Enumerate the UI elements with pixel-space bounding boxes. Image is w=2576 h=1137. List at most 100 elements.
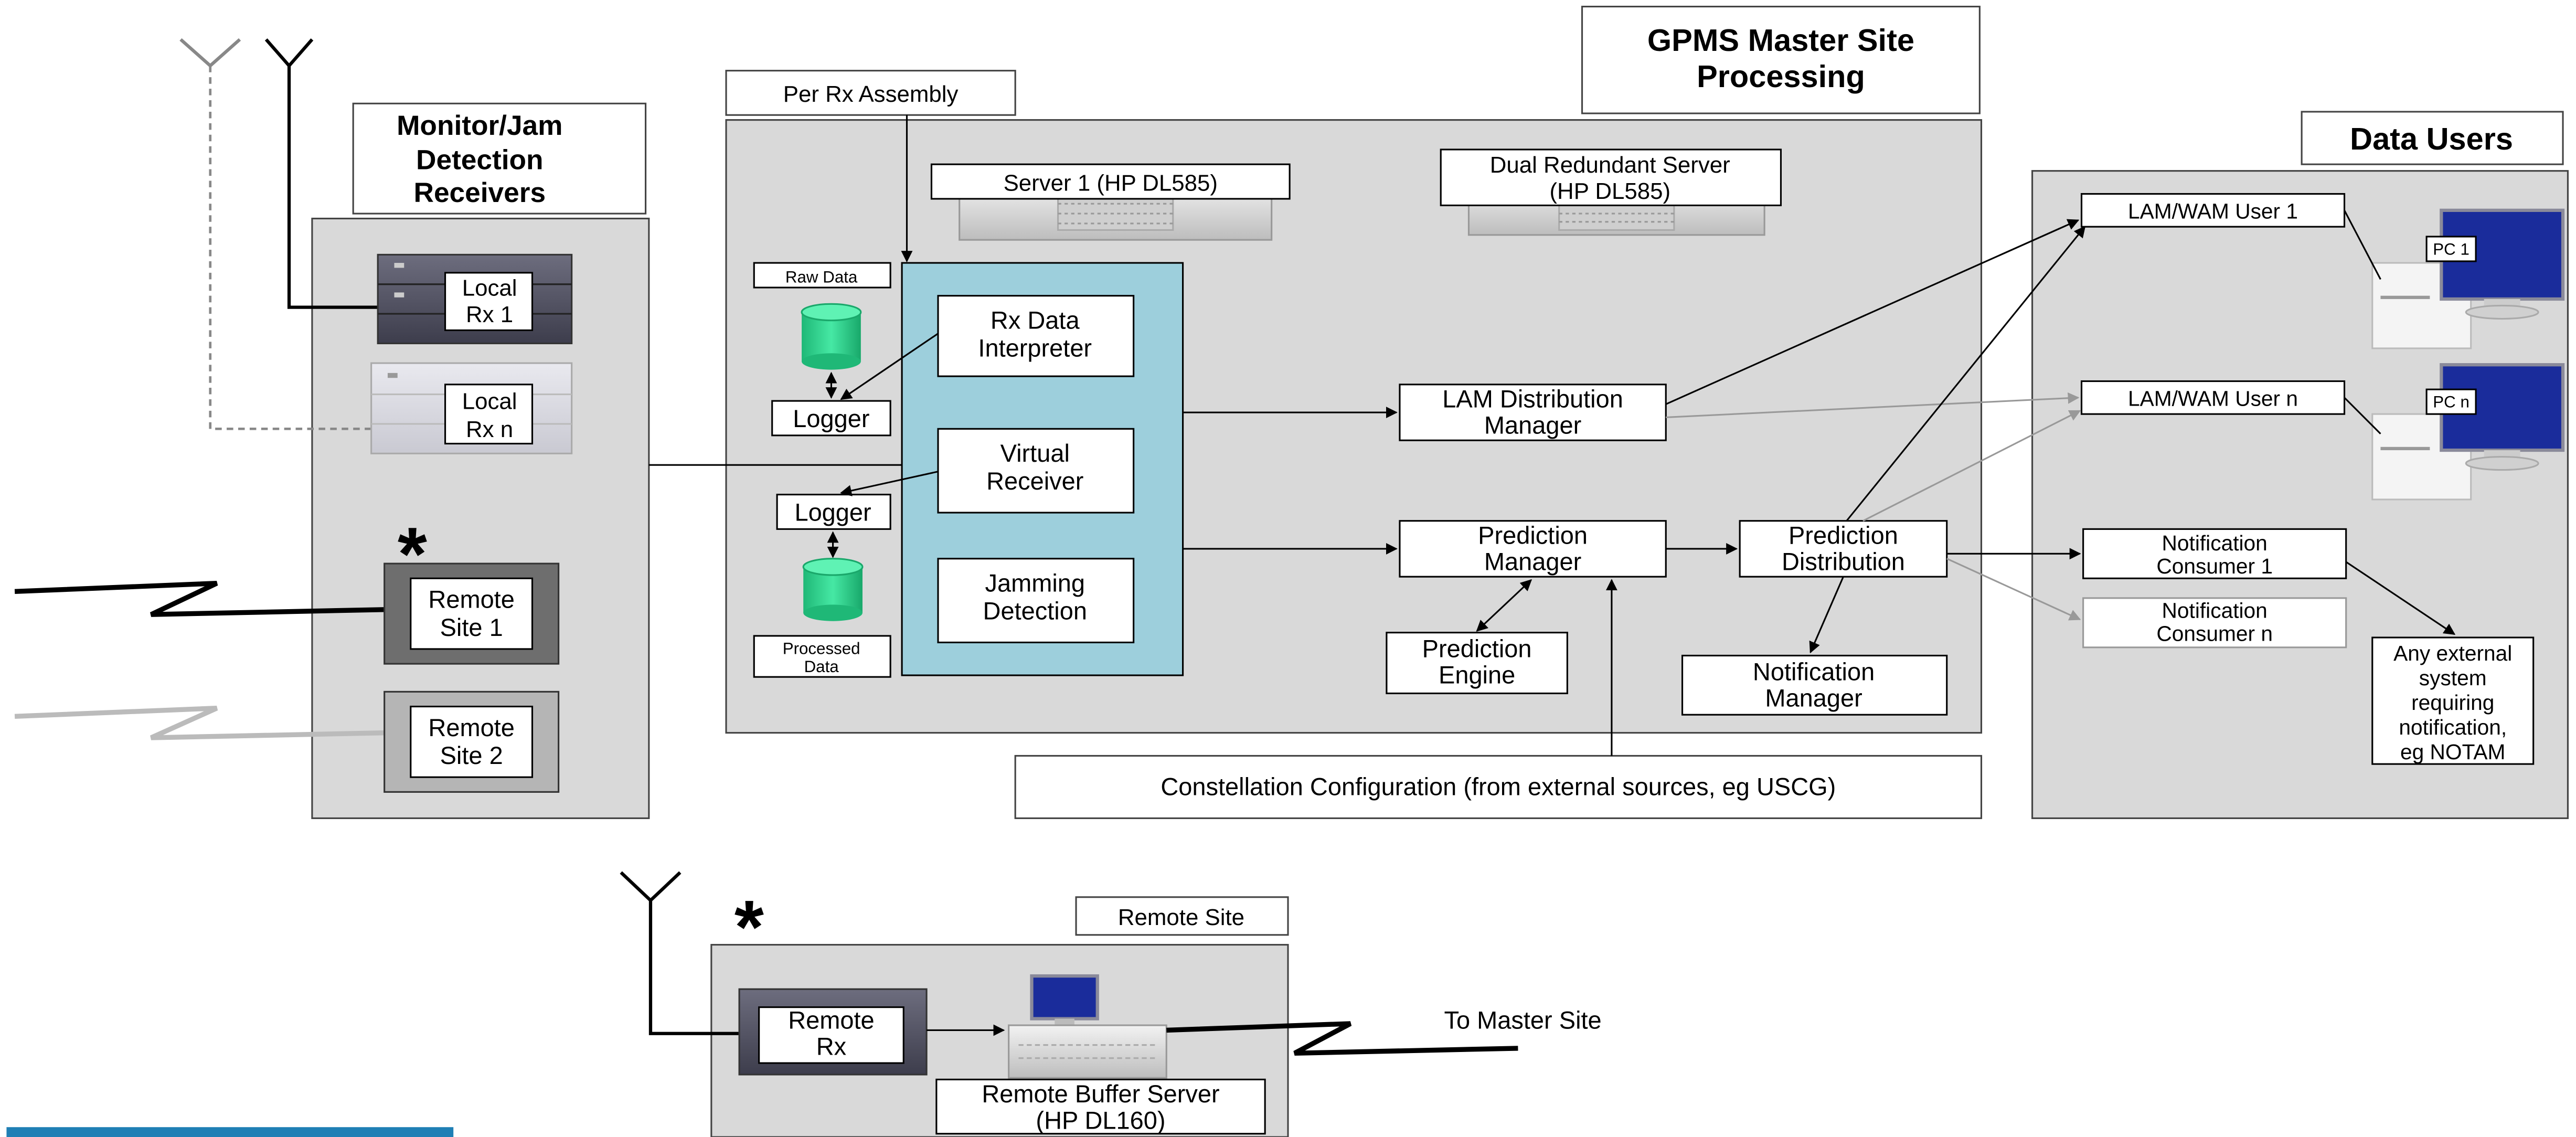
constellation-configuration: Constellation Configuration (from extern… [1014, 755, 1983, 820]
local-rx1: Local Rx 1 [377, 253, 573, 345]
svg-text:Local: Local [462, 275, 517, 301]
line-user1-to-pc1 [2344, 210, 2381, 280]
svg-text:Prediction: Prediction [1422, 635, 1532, 663]
svg-text:Monitor/Jam: Monitor/Jam [397, 110, 562, 141]
wireless-link-to-master [1166, 1021, 1518, 1056]
raw-data-cylinder [801, 303, 862, 370]
svg-text:Interpreter: Interpreter [978, 334, 1092, 362]
logger-raw: Logger [771, 400, 891, 437]
virtual-receiver: Virtual Receiver [937, 428, 1135, 514]
notification-consumer-n: Notification Consumer n [2082, 597, 2347, 649]
processed-data-cylinder [802, 558, 864, 621]
remote-site2: Remote Site 2 [384, 690, 560, 793]
svg-text:system: system [2419, 666, 2487, 690]
svg-text:Virtual: Virtual [1000, 439, 1070, 467]
arrow-pred-dist-to-user1 [1846, 226, 2086, 522]
svg-text:Consumer 1: Consumer 1 [2156, 554, 2273, 578]
svg-text:Site 2: Site 2 [440, 741, 503, 769]
svg-text:requiring: requiring [2411, 690, 2494, 715]
arrow-consumer1-to-external [2345, 561, 2456, 635]
pcn-icon: PC n [2371, 363, 2565, 501]
wireless-link-remote-site1 [14, 580, 385, 617]
arrow-distribution-to-notification-manager [1809, 576, 1844, 654]
svg-text:Per Rx Assembly: Per Rx Assembly [783, 81, 959, 107]
remote-rx: Remote Rx [738, 988, 928, 1076]
prediction-engine: Prediction Engine [1386, 632, 1568, 695]
svg-text:Jamming: Jamming [985, 569, 1085, 597]
svg-text:Rx Data: Rx Data [991, 306, 1080, 334]
svg-text:Prediction: Prediction [1478, 522, 1588, 549]
svg-text:Notification: Notification [2162, 598, 2268, 622]
notification-manager: Notification Manager [1681, 654, 1948, 716]
pc1-icon: PC 1 [2371, 208, 2565, 349]
svg-text:Any external: Any external [2393, 641, 2512, 665]
svg-text:Site 1: Site 1 [440, 613, 503, 641]
svg-text:Logger: Logger [794, 498, 871, 526]
server1: Server 1 (HP DL585) [930, 163, 1291, 241]
arrow-interpreter-to-logger [840, 333, 939, 400]
svg-text:LAM Distribution: LAM Distribution [1442, 385, 1623, 413]
svg-text:GPMS Master Site: GPMS Master Site [1647, 23, 1914, 58]
rx-data-interpreter: Rx Data Interpreter [937, 295, 1135, 377]
svg-text:Constellation Configuration (f: Constellation Configuration (from extern… [1161, 773, 1836, 801]
svg-text:eg NOTAM: eg NOTAM [2400, 740, 2505, 764]
prediction-manager: Prediction Manager [1399, 520, 1667, 578]
svg-text:Detection: Detection [983, 597, 1087, 625]
processed-data-label: Processed Data [753, 635, 891, 678]
svg-text:Remote: Remote [428, 714, 514, 741]
lam-wam-user-1: LAM/WAM User 1 [2080, 193, 2346, 228]
svg-text:Data Users: Data Users [2350, 121, 2513, 156]
svg-text:Manager: Manager [1484, 411, 1581, 439]
bottom-accent-bar [6, 1127, 454, 1137]
antenna-remote-rx [620, 871, 740, 1035]
svg-text:Logger: Logger [793, 405, 869, 432]
svg-text:PC 1: PC 1 [2433, 240, 2469, 258]
arrow-pred-dist-to-consumern [1946, 558, 2081, 621]
wireless-link-remote-site2 [14, 705, 385, 740]
lam-distribution-manager: LAM Distribution Manager [1399, 384, 1667, 441]
lam-wam-user-n: LAM/WAM User n [2080, 380, 2346, 415]
svg-text:Detection: Detection [416, 145, 543, 176]
arrow-lam-dist-to-user1 [1665, 219, 2080, 405]
remote-site-label: Remote Site [1075, 896, 1289, 936]
svg-text:Remote: Remote [788, 1006, 874, 1034]
svg-text:Notification: Notification [1753, 657, 1875, 685]
svg-text:Consumer n: Consumer n [2156, 621, 2273, 645]
external-system: Any external system requiring notificati… [2371, 636, 2535, 765]
arrow-virtual-receiver-to-logger [840, 471, 939, 496]
svg-text:LAM/WAM User n: LAM/WAM User n [2128, 386, 2298, 410]
local-rxn: Local Rx n [370, 362, 573, 454]
svg-text:LAM/WAM User 1: LAM/WAM User 1 [2128, 199, 2298, 223]
jamming-detection: Jamming Detection [937, 558, 1135, 643]
svg-text:Manager: Manager [1765, 684, 1862, 712]
svg-text:Rx 1: Rx 1 [466, 302, 513, 327]
svg-text:Remote: Remote [428, 586, 514, 613]
svg-text:(HP DL160): (HP DL160) [1036, 1106, 1165, 1134]
svg-text:PC n: PC n [2433, 393, 2469, 411]
arrow-pred-dist-to-usern [1862, 410, 2081, 522]
gpms-title: GPMS Master Site Processing [1581, 5, 1981, 114]
svg-text:notification,: notification, [2399, 715, 2507, 739]
svg-text:Processing: Processing [1697, 59, 1865, 94]
arrow-lam-dist-to-usern [1666, 392, 2080, 418]
dual-redundant-server: Dual Redundant Server (HP DL585) [1440, 148, 1782, 236]
svg-text:Remote Buffer Server: Remote Buffer Server [982, 1080, 1219, 1108]
svg-text:Processed: Processed [783, 639, 860, 657]
svg-text:Engine: Engine [1439, 661, 1515, 689]
remote-site1: Remote Site 1 [384, 562, 560, 665]
svg-text:Raw Data: Raw Data [785, 268, 858, 286]
raw-data-label: Raw Data [753, 262, 891, 289]
asterisk-remote-site: * [735, 885, 764, 969]
svg-text:Notification: Notification [2162, 531, 2268, 555]
remote-buffer-server: Remote Buffer Server (HP DL160) [935, 974, 1266, 1135]
arrow-prediction-engine-manager [1476, 579, 1532, 632]
data-users-title: Data Users [2301, 111, 2564, 165]
line-usern-to-pcn [2344, 397, 2381, 434]
svg-text:Rx: Rx [816, 1032, 846, 1060]
svg-text:Dual Redundant Server: Dual Redundant Server [1490, 152, 1730, 178]
svg-text:Prediction: Prediction [1789, 522, 1898, 549]
svg-text:Manager: Manager [1484, 548, 1581, 576]
notification-consumer-1: Notification Consumer 1 [2082, 528, 2347, 579]
svg-text:Receivers: Receivers [414, 177, 546, 208]
